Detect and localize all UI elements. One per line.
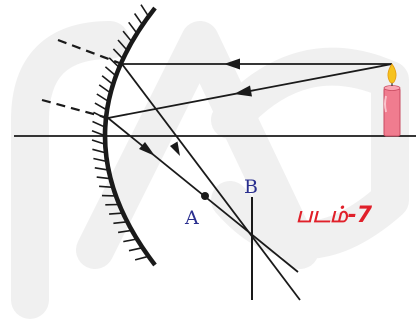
hatch-mark	[91, 139, 106, 146]
figure-caption: படம்-7	[296, 203, 373, 228]
arrowhead-icon	[234, 85, 252, 97]
hatch-mark	[113, 221, 128, 225]
hatch-mark	[101, 75, 114, 86]
hatch-mark	[133, 13, 144, 26]
hatch-mark	[122, 30, 133, 43]
reflected-ray-upper	[121, 63, 301, 301]
arrowhead-icon	[224, 58, 240, 70]
hatch-mark	[94, 102, 108, 111]
watermark	[11, 21, 409, 319]
label-a: A	[184, 207, 199, 229]
hatch-mark	[92, 120, 106, 128]
hatch-mark	[117, 229, 133, 234]
point-a-dot	[201, 192, 209, 200]
hatch-mark	[94, 167, 109, 171]
hatch-mark	[112, 48, 124, 60]
hatch-mark	[99, 185, 114, 189]
hatch-mark	[134, 255, 149, 261]
hatch-mark	[96, 93, 110, 103]
mirror-hatching	[91, 4, 150, 261]
hatch-mark	[98, 84, 112, 94]
hatch-mark	[128, 246, 143, 252]
hatch-mark	[109, 212, 124, 215]
candle-icon	[383, 63, 401, 137]
hatch-mark	[92, 148, 107, 154]
normal-line-lower	[41, 98, 109, 120]
concave-mirror	[91, 4, 157, 267]
arrowhead-icon	[139, 142, 155, 156]
hatch-mark	[128, 21, 138, 34]
arrowhead-icon	[170, 141, 180, 156]
label-b: B	[244, 176, 258, 198]
hatch-mark	[117, 39, 128, 51]
hatch-mark	[96, 176, 111, 180]
hatch-mark	[123, 238, 138, 243]
hatch-mark	[108, 57, 120, 68]
normal-line-upper	[57, 38, 123, 66]
hatch-mark	[140, 4, 150, 17]
hatch-mark	[91, 130, 106, 137]
hatch-mark	[104, 66, 117, 77]
hatch-mark	[93, 157, 108, 163]
